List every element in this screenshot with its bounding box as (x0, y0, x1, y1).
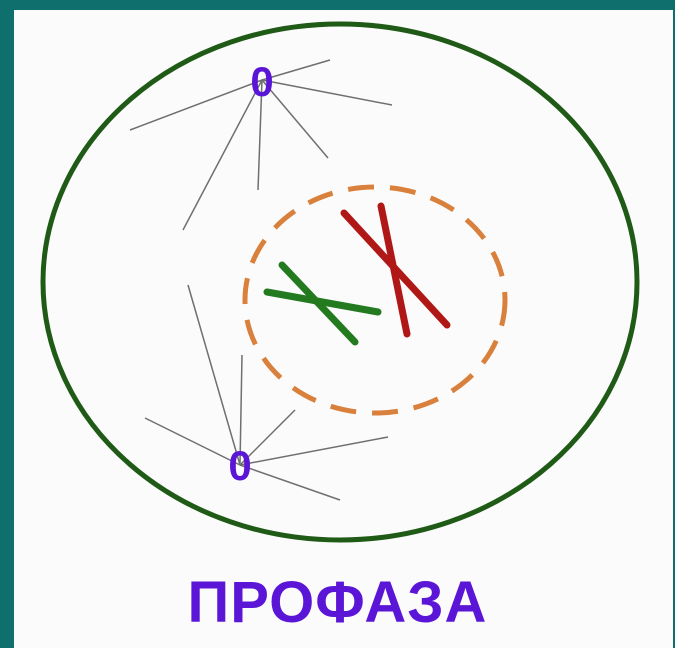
cell-membrane (43, 24, 637, 540)
spindle-fibers-bottom (145, 285, 388, 500)
centriole-bottom: 0 (228, 442, 251, 489)
stage-title: ПРОФАЗА (0, 568, 675, 638)
chromosome-green (267, 265, 378, 342)
centriole-top: 0 (250, 58, 273, 105)
nuclear-envelope (245, 187, 505, 413)
chromosome-red (344, 206, 447, 334)
